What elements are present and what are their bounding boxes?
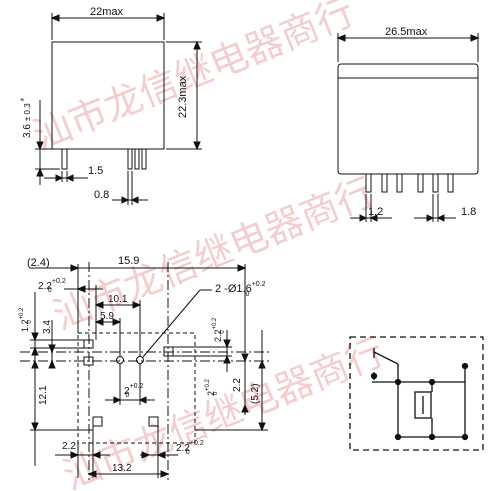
front-view-pin-5 (432, 173, 439, 193)
side-view-body (51, 41, 165, 150)
front-view-pin-6 (447, 173, 454, 193)
switch-arm (373, 351, 399, 365)
relay-schematic (349, 336, 484, 451)
front-view-pin-4 (417, 173, 424, 193)
pcb-dim-10-1: 10.1 (108, 294, 128, 305)
schematic-outline (349, 336, 484, 451)
pcb-dim-12-1: 12.1 (38, 385, 49, 405)
side-view-pin-1 (61, 148, 68, 170)
front-view-left-gap-label: 1.2 (368, 206, 383, 218)
side-view-pin-length-label: 3.6± 0.3* (19, 97, 33, 138)
front-view-body (337, 63, 479, 175)
front-view-pin-1 (365, 173, 372, 193)
pcb-hole-1 (116, 356, 124, 364)
pcb-overall-span-label: 15.9 (118, 255, 139, 267)
side-view-pin-3 (134, 148, 140, 170)
front-view-right-gap-label: 1.8 (461, 206, 476, 218)
pcb-dim-1-2-left: 1.2+0.20 (19, 307, 33, 332)
pcb-top-offset-label: (2.4) (27, 257, 50, 269)
pcb-dim-2-2-bottom-left: 2.2 (62, 441, 76, 452)
pcb-outline (77, 332, 196, 444)
pcb-dim-2-right-mid: 2+0.20 (205, 378, 219, 396)
side-view-pin-4 (141, 148, 147, 170)
pcb-dim-5-9: 5.9 (100, 311, 114, 322)
relay-coil (414, 391, 432, 419)
watermark-line-3: 汕市龙信继电器商行 (57, 329, 391, 491)
pcb-dim-2-2-right-top: 2.2+0.20 (212, 317, 226, 342)
side-view-height-label: 22.3max (177, 75, 189, 118)
side-view-pin-width-label: 0.8 (94, 189, 109, 201)
pcb-pad-4 (92, 416, 103, 427)
watermark: 汕市龙信继电器商行 汕市龙信继电器商行 汕市龙信继电器商行 (27, 0, 391, 491)
pcb-layout (20, 262, 270, 480)
side-view (35, 13, 202, 205)
front-view-width-label: 26.5max (385, 26, 428, 38)
front-view (336, 33, 480, 222)
pcb-dim-13-2: 13.2 (112, 463, 132, 474)
watermark-line-1: 汕市龙信继电器商行 (27, 0, 361, 158)
side-view-width-label: 22max (90, 6, 124, 18)
pcb-dim-2-2-right: 2.2 (232, 378, 243, 392)
side-view-pin-2 (127, 148, 133, 170)
pcb-dim-5-2: (5.2) (250, 383, 261, 404)
side-view-pin-spacing-label: 1.5 (88, 165, 103, 177)
pcb-pad-5 (148, 416, 159, 427)
front-view-pin-3 (396, 173, 403, 193)
front-view-pin-2 (381, 173, 388, 193)
pcb-hole-2 (136, 356, 144, 364)
pcb-dim-3-4: 3.4 (42, 320, 53, 334)
